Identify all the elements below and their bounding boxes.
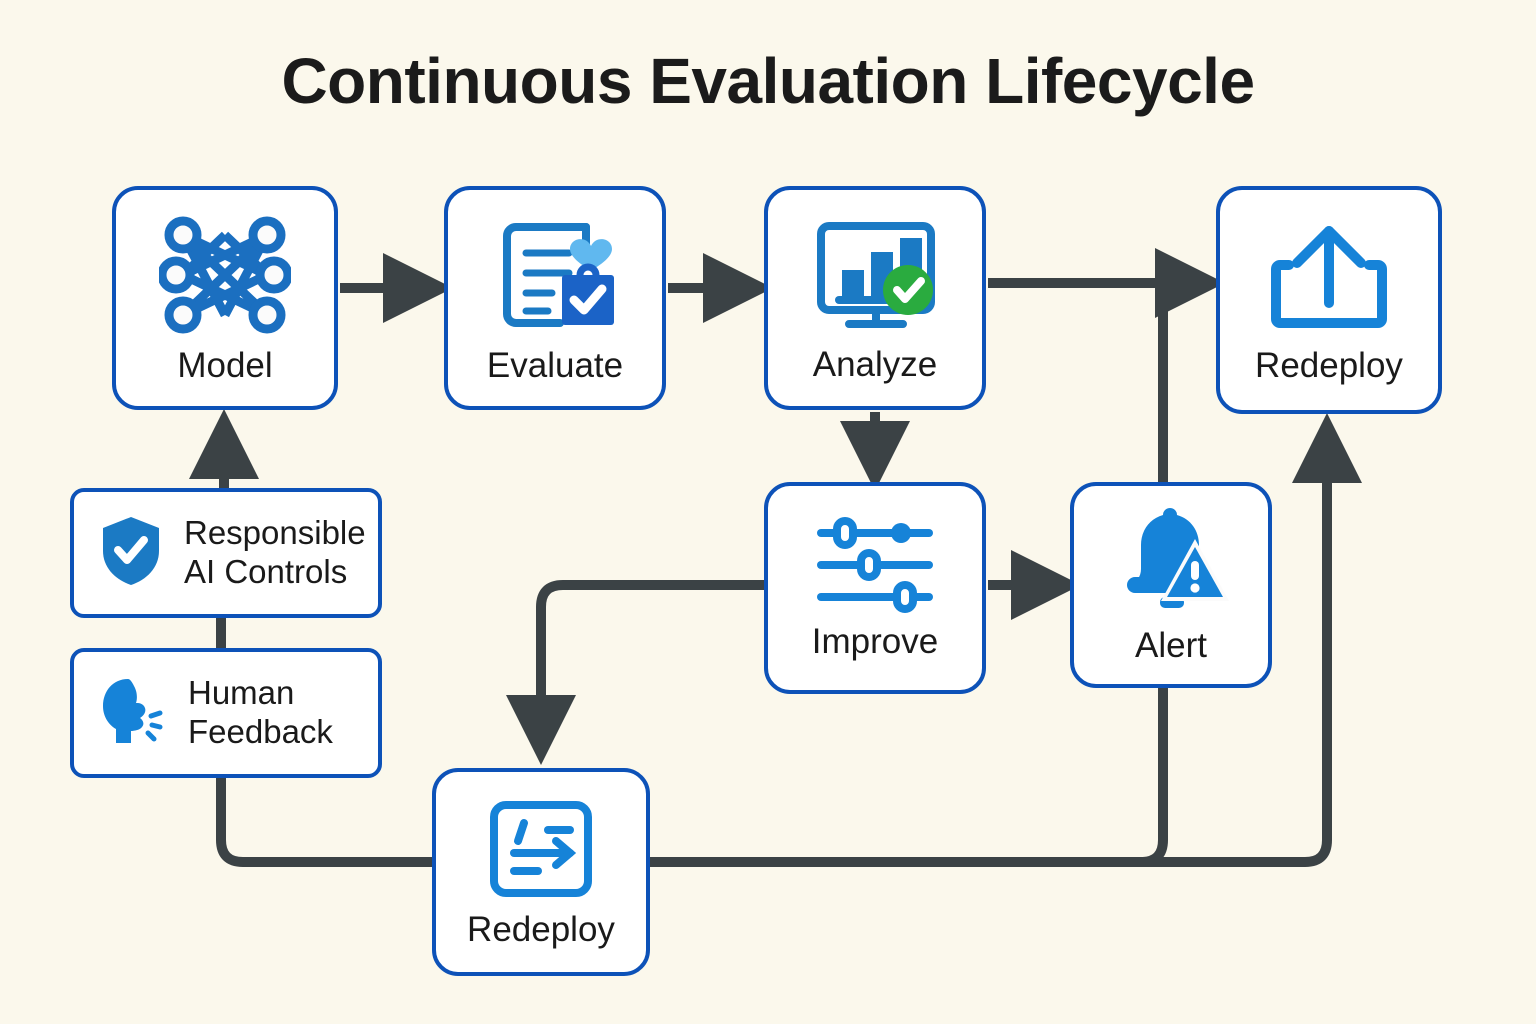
node-label: Analyze bbox=[812, 345, 938, 384]
neural-network-icon bbox=[157, 213, 293, 342]
node-redeploy-top[interactable]: Redeploy bbox=[1216, 186, 1442, 414]
node-label: Redeploy bbox=[1255, 346, 1403, 385]
node-label: Evaluate bbox=[486, 346, 624, 385]
node-analyze[interactable]: Analyze bbox=[764, 186, 986, 410]
page-title: Continuous Evaluation Lifecycle bbox=[281, 45, 1255, 117]
node-evaluate[interactable]: Evaluate bbox=[444, 186, 666, 410]
node-label: Model bbox=[177, 346, 273, 385]
node-label: Human Feedback bbox=[188, 674, 333, 750]
chart-monitor-icon bbox=[809, 214, 941, 341]
node-responsible-ai-controls[interactable]: Responsible AI Controls bbox=[70, 488, 382, 618]
deploy-arrow-icon bbox=[486, 797, 596, 906]
bell-warning-icon bbox=[1113, 507, 1229, 622]
connector-improve-to-redeploy-bottom bbox=[506, 580, 764, 766]
document-check-icon bbox=[490, 213, 620, 342]
node-human-feedback[interactable]: Human Feedback bbox=[70, 648, 382, 778]
shield-check-icon bbox=[98, 513, 164, 594]
connector-alert-to-bottom-bus bbox=[650, 688, 1168, 867]
connector-bottom-bus-to-feedback bbox=[216, 778, 432, 867]
node-alert[interactable]: Alert bbox=[1070, 482, 1272, 688]
node-redeploy-bottom[interactable]: Redeploy bbox=[432, 768, 650, 976]
node-label: Improve bbox=[811, 622, 939, 661]
node-label: Alert bbox=[1135, 626, 1207, 665]
node-label: Responsible AI Controls bbox=[184, 514, 366, 590]
upload-icon bbox=[1267, 217, 1391, 342]
connector-bottom-bus-to-redeploy-top bbox=[650, 412, 1362, 867]
node-model[interactable]: Model bbox=[112, 186, 338, 410]
sliders-icon bbox=[813, 517, 937, 618]
human-feedback-icon bbox=[98, 673, 168, 754]
node-label: Redeploy bbox=[467, 910, 615, 949]
node-improve[interactable]: Improve bbox=[764, 482, 986, 694]
